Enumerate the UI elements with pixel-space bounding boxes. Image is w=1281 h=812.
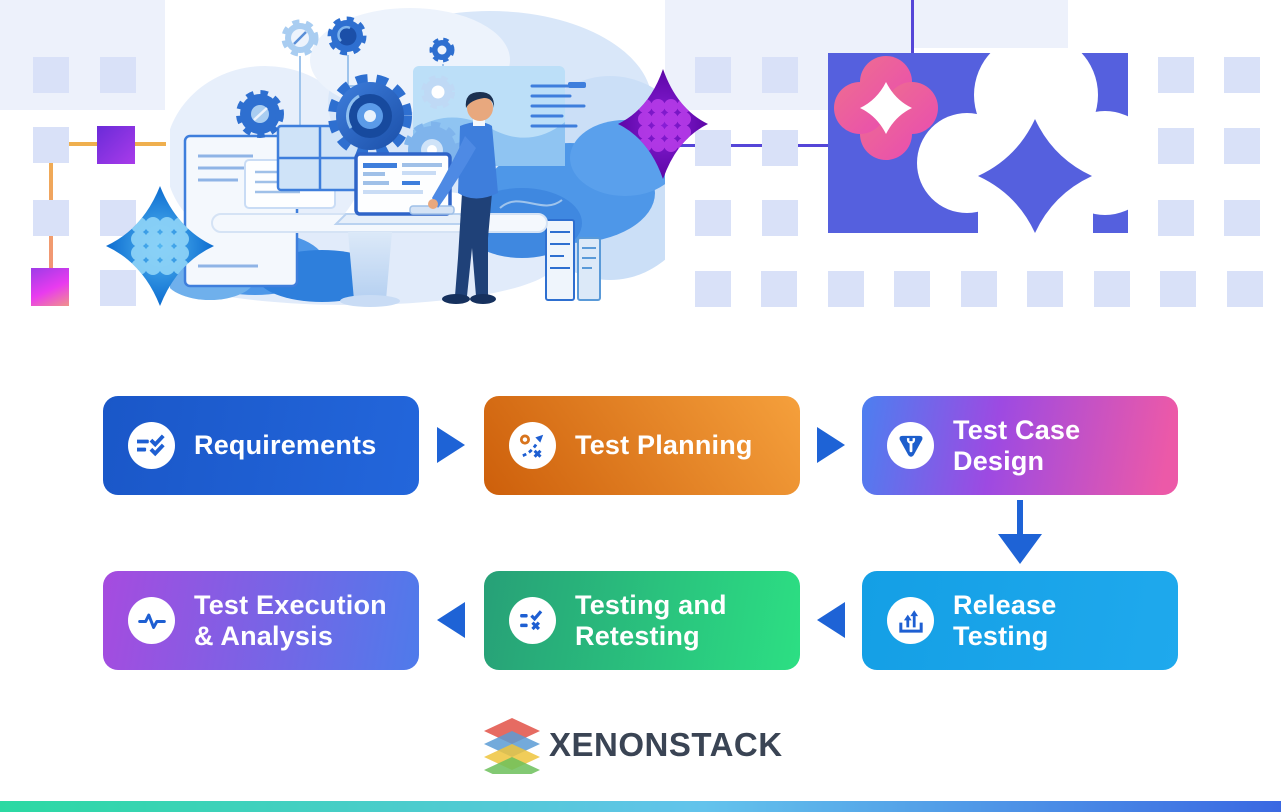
step-label: Test Execution & Analysis (194, 590, 387, 651)
arrow-down-icon (998, 500, 1042, 564)
deco-square (1158, 57, 1194, 93)
deco-square (33, 127, 69, 163)
step-requirements: Requirements (103, 396, 419, 495)
cloud-sparkle-graphic (834, 53, 1128, 233)
step-testing-and-retesting: Testing and Retesting (484, 571, 800, 670)
deco-square (695, 271, 731, 307)
step-release-testing: Release Testing (862, 571, 1178, 670)
deco-square (1224, 57, 1260, 93)
deco-square (1160, 271, 1196, 307)
deco-square (762, 200, 798, 236)
deco-square (1158, 200, 1194, 236)
deco-square (100, 200, 136, 236)
xenonstack-layers-icon (484, 718, 540, 774)
deco-square (1094, 271, 1130, 307)
person-figure (428, 92, 498, 304)
blue-sparkle-icon (106, 186, 214, 306)
connector-line (911, 0, 914, 55)
deco-square (695, 57, 731, 93)
gear-icon (327, 16, 367, 56)
deco-square (1027, 271, 1063, 307)
deco-square (33, 57, 69, 93)
arrow-left-icon (817, 602, 845, 638)
gear-icon (328, 74, 412, 158)
brand-name: XENONSTACK (549, 726, 783, 763)
deco-square-magenta (31, 268, 69, 306)
step-test-case-design: Test Case Design (862, 396, 1178, 495)
arrow-right-icon (437, 427, 465, 463)
deco-square-purple (97, 126, 135, 164)
checklist-circle-icon (128, 422, 175, 469)
deco-square (33, 200, 69, 236)
deco-square (961, 271, 997, 307)
purple-sparkle-icon (618, 69, 708, 179)
step-label: Test Planning (575, 430, 753, 461)
deploy-arrows-icon (887, 597, 934, 644)
wrench-shield-icon (887, 422, 934, 469)
step-label: Release Testing (953, 590, 1057, 651)
xenonstack-logo: XENONSTACK (484, 716, 783, 774)
deco-square (762, 130, 798, 166)
gear-icon (421, 75, 455, 109)
step-test-planning: Test Planning (484, 396, 800, 495)
cloud-card (828, 53, 1128, 233)
deco-square (1224, 128, 1260, 164)
deco-square (828, 271, 864, 307)
deco-square (761, 271, 797, 307)
pink-clover-icon (834, 56, 938, 160)
gear-icon (281, 19, 319, 57)
gear-icon (429, 37, 455, 63)
gear-icon (236, 90, 284, 138)
step-label: Requirements (194, 430, 377, 461)
automation-illustration (170, 8, 665, 308)
arrow-right-icon (817, 427, 845, 463)
deco-square (1224, 200, 1260, 236)
bottom-gradient-bar (0, 801, 1281, 812)
arrow-left-icon (437, 602, 465, 638)
strategy-icon (509, 422, 556, 469)
deco-square (1227, 271, 1263, 307)
connector-line (668, 144, 828, 147)
check-x-list-icon (509, 597, 556, 644)
deco-square (695, 130, 731, 166)
step-label: Test Case Design (953, 415, 1081, 476)
deco-square (762, 57, 798, 93)
step-test-execution-analysis: Test Execution & Analysis (103, 571, 419, 670)
deco-square (894, 271, 930, 307)
deco-panel (0, 0, 165, 110)
deco-square (1158, 128, 1194, 164)
deco-panel (912, 0, 1068, 48)
deco-square (100, 57, 136, 93)
pulse-icon (128, 597, 175, 644)
deco-square (695, 200, 731, 236)
step-label: Testing and Retesting (575, 590, 727, 651)
deco-square (100, 270, 136, 306)
cloud-icon (917, 53, 1128, 233)
